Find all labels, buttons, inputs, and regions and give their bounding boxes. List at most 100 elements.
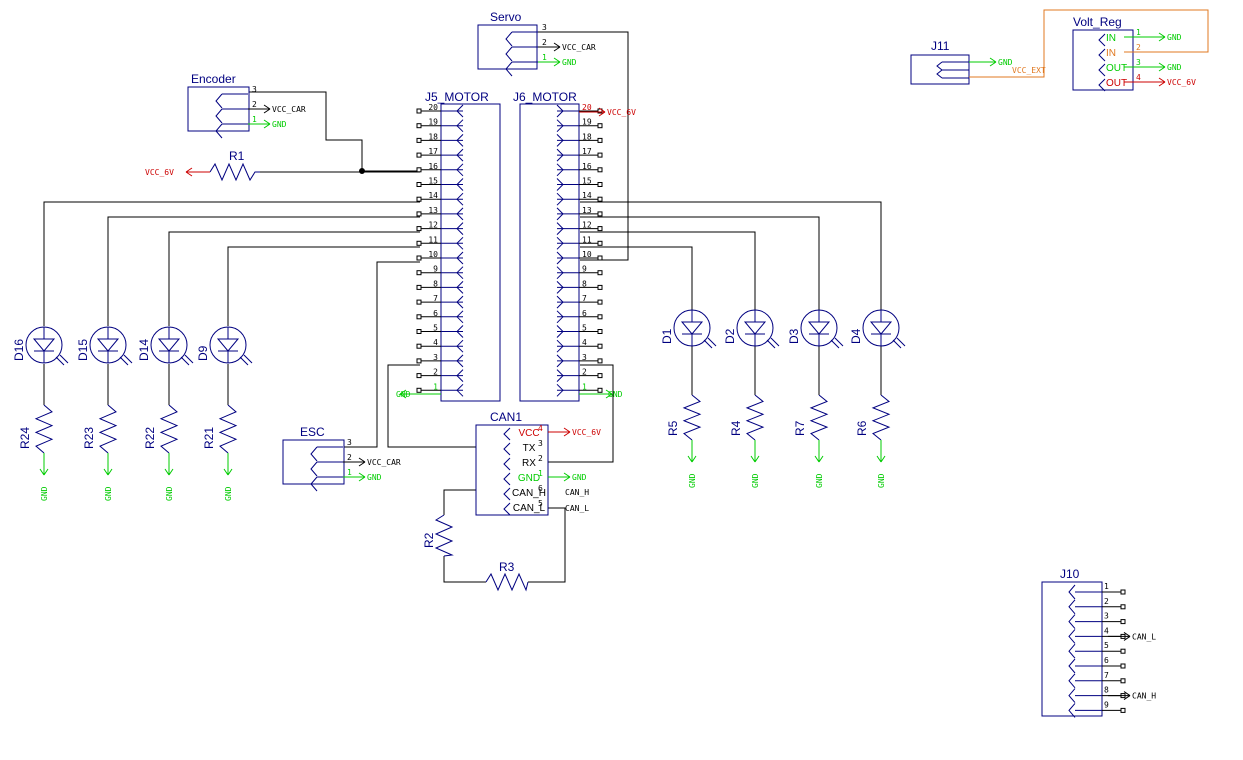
j6-title: J6_MOTOR <box>513 90 577 104</box>
j6-pin-number: 15 <box>582 177 592 186</box>
j5-pin-number: 11 <box>428 235 438 244</box>
can-h-net-label: CAN_H <box>565 488 589 497</box>
wire-d2 <box>580 231 756 310</box>
j6-pin-number: 2 <box>582 368 587 377</box>
j5-pin-square-14 <box>416 196 422 202</box>
wire-d15 <box>107 216 420 326</box>
right_leds-res-3-symbol <box>871 394 891 441</box>
can1-pin-name: RX <box>522 458 536 469</box>
right_leds-led-label: D4 <box>849 328 863 344</box>
j11-ext-wire <box>969 9 1209 78</box>
j6-pin-number: 11 <box>582 235 592 244</box>
j6-pin-square-9 <box>597 270 603 276</box>
encoder-pin-number: 3 <box>252 85 257 94</box>
wire-r2-r3 <box>443 556 486 583</box>
esc-title: ESC <box>300 425 325 439</box>
j5-pin-square-8 <box>416 284 422 290</box>
can1-title: CAN1 <box>490 410 522 424</box>
left_leds-res-1-symbol <box>98 404 118 454</box>
left_leds-led-1-symbol <box>96 338 120 352</box>
j5-pin-number: 18 <box>428 132 438 141</box>
servo-title: Servo <box>490 10 522 24</box>
j5-pin-square-4 <box>416 343 422 349</box>
can1-pin-name: VCC <box>518 428 539 439</box>
right_leds-res-label: R5 <box>666 420 680 436</box>
right_leds-res-label: R6 <box>855 420 869 436</box>
wire-esc-signal <box>344 261 420 448</box>
encoder-vcc-car-label: VCC_CAR <box>272 105 306 114</box>
esc-contact-1 <box>310 476 318 492</box>
r1-resistor <box>209 162 260 182</box>
j11-gnd-label: GND <box>998 58 1013 67</box>
wire-d4 <box>580 201 882 310</box>
j10-contact-9 <box>1068 703 1076 718</box>
right_leds-res-1-gnd-arrow <box>750 455 760 463</box>
esc-pin-number: 3 <box>347 438 352 447</box>
right_leds-led-2-rays <box>830 337 844 349</box>
j6-pin-number: 7 <box>582 294 587 303</box>
servo-contact-2 <box>505 46 513 62</box>
j10-can-l-label: CAN_L <box>1132 632 1156 641</box>
left_leds-led-3-symbol <box>216 338 240 352</box>
j10-body <box>1041 581 1103 717</box>
r1-label: R1 <box>229 149 245 163</box>
can1-pin-name: CAN_H <box>512 488 546 499</box>
j10-contact-5 <box>1068 643 1076 659</box>
voltreg-pin-number: 4 <box>1136 73 1141 82</box>
j6-pin-number: 5 <box>582 324 587 333</box>
right_leds-res-2-gnd-arrow <box>814 455 824 463</box>
j5-title: J5_MOTOR <box>425 90 489 104</box>
j10-pin-number: 8 <box>1104 686 1109 695</box>
j6-gnd-arrow <box>605 389 613 399</box>
j5-pin-number: 15 <box>428 177 438 186</box>
j10-contact-3 <box>1068 614 1076 629</box>
servo-vcc-car-label: VCC_CAR <box>562 43 596 52</box>
j6-vcc6-label: VCC_6V <box>607 108 636 117</box>
wire-can-h <box>443 489 476 515</box>
j5-pin-square-9 <box>416 270 422 276</box>
j10-contact-1 <box>1068 584 1076 600</box>
j10-contact-6 <box>1068 658 1076 674</box>
r1-vcc-label: VCC_6V <box>145 168 174 177</box>
j5-pin-square-16 <box>416 167 422 173</box>
encoder-vcc-car-arrow <box>263 104 271 114</box>
j5-pin-number: 2 <box>433 368 438 377</box>
can1-contact-1 <box>503 442 511 456</box>
j6-pin-number: 13 <box>582 206 592 215</box>
servo-pin-number: 2 <box>542 38 547 47</box>
servo-pin-number: 1 <box>542 53 547 62</box>
can1-pin-name: CAN_L <box>513 503 546 514</box>
left_leds-led-label: D15 <box>76 339 90 361</box>
j5-pin-square-10 <box>416 255 422 261</box>
can-l-net-label: CAN_L <box>565 504 589 513</box>
left_leds-res-1-gnd-arrow <box>103 468 113 476</box>
j5-pin-number: 17 <box>428 147 438 156</box>
can1-gnd-label: GND <box>572 473 587 482</box>
j10-can-h-label: CAN_H <box>1132 692 1156 701</box>
servo-gnd-label: GND <box>562 58 577 67</box>
j5-pin-number: 14 <box>428 191 438 200</box>
right_leds-res-0-symbol <box>682 394 702 441</box>
servo-vcc-car-arrow <box>553 42 561 52</box>
j5-pin-square-5 <box>416 329 422 334</box>
j6-vcc6-arrow <box>598 107 606 117</box>
right_leds-led-2-symbol <box>807 321 831 335</box>
voltreg-body <box>1072 29 1134 91</box>
j10-pin-square-7 <box>1120 678 1126 684</box>
j5-pin-square-20 <box>416 108 422 114</box>
right_leds-led-label: D2 <box>723 328 737 344</box>
j6-pin-square-7 <box>597 299 603 305</box>
j11-ext-label: VCC_EXT <box>1012 66 1046 75</box>
voltreg-contact-3 <box>1098 78 1106 92</box>
j5-pin-square-19 <box>416 123 422 129</box>
j6-pin-square-3 <box>597 358 603 364</box>
voltreg-title: Volt_Reg <box>1073 15 1122 29</box>
j5-pin-number: 7 <box>433 294 438 303</box>
servo-pin-number: 3 <box>542 23 547 32</box>
j10-contact-2 <box>1068 599 1076 615</box>
j5-pin-square-6 <box>416 314 422 320</box>
voltreg-gnd-0-arrow <box>1158 32 1166 42</box>
wire-d9 <box>227 246 420 326</box>
